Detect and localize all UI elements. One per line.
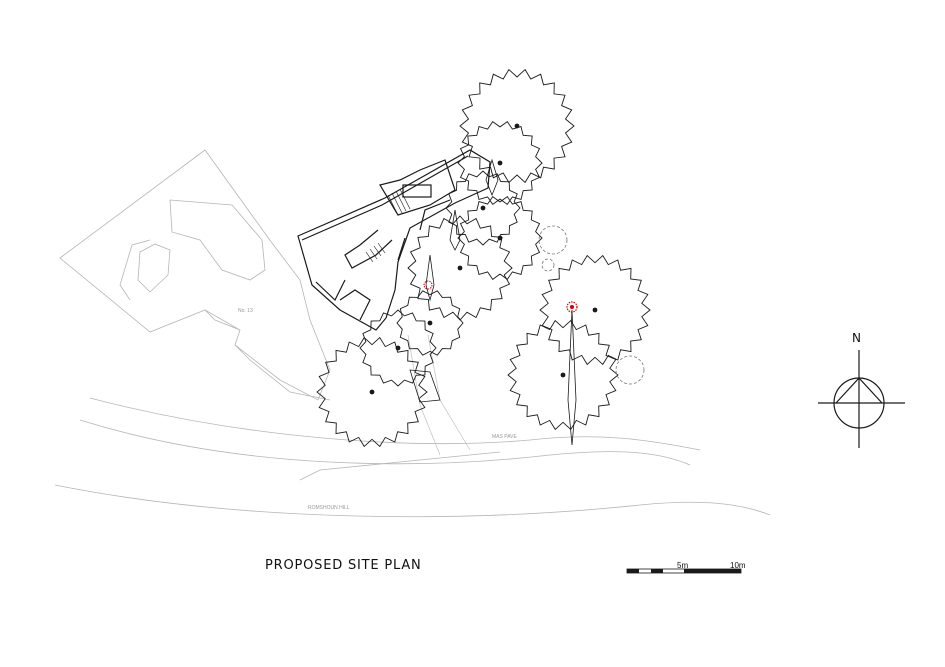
scale-bar [626,568,742,574]
tree-removal-marker-icon [423,280,578,313]
tree-canopy-icon [407,215,513,321]
plot-label: No. 13 [238,308,253,314]
tree-canopy-icon [539,254,651,366]
tree-trunk-marker [497,160,503,166]
small-trees [538,225,645,385]
north-label: N [852,331,861,345]
proposed-building [297,149,491,331]
north-arrow-icon [818,350,905,448]
tree-canopy-icon [457,120,543,206]
road-lines [54,397,771,518]
tree-trunk-marker [560,372,566,378]
drawing-title: PROPOSED SITE PLAN [265,558,422,573]
sign-label: MAS PAVE [492,434,517,440]
scale-label-10m: 10m [730,561,746,570]
tree-trunk-marker [369,389,375,395]
tree-canopy-icon [359,309,437,387]
tree-canopy-icon [459,68,575,184]
tree-trunk-marker [457,265,463,271]
neighbouring-property [59,149,331,401]
stair-hatching [365,188,411,263]
tree-canopy-icon [457,195,543,281]
trees [316,68,651,448]
tree-trunk-marker [592,307,598,313]
elongated-features [409,158,577,446]
road-label: ROMSHOUN HILL [308,505,350,511]
scale-label-5m: 5m [677,561,689,570]
tree-canopy-icon [507,319,619,431]
tree-canopy-icon [316,336,428,448]
tree-canopy-icon [396,290,464,356]
tree-trunk-marker [480,205,486,211]
tree-trunk-marker [427,320,433,326]
